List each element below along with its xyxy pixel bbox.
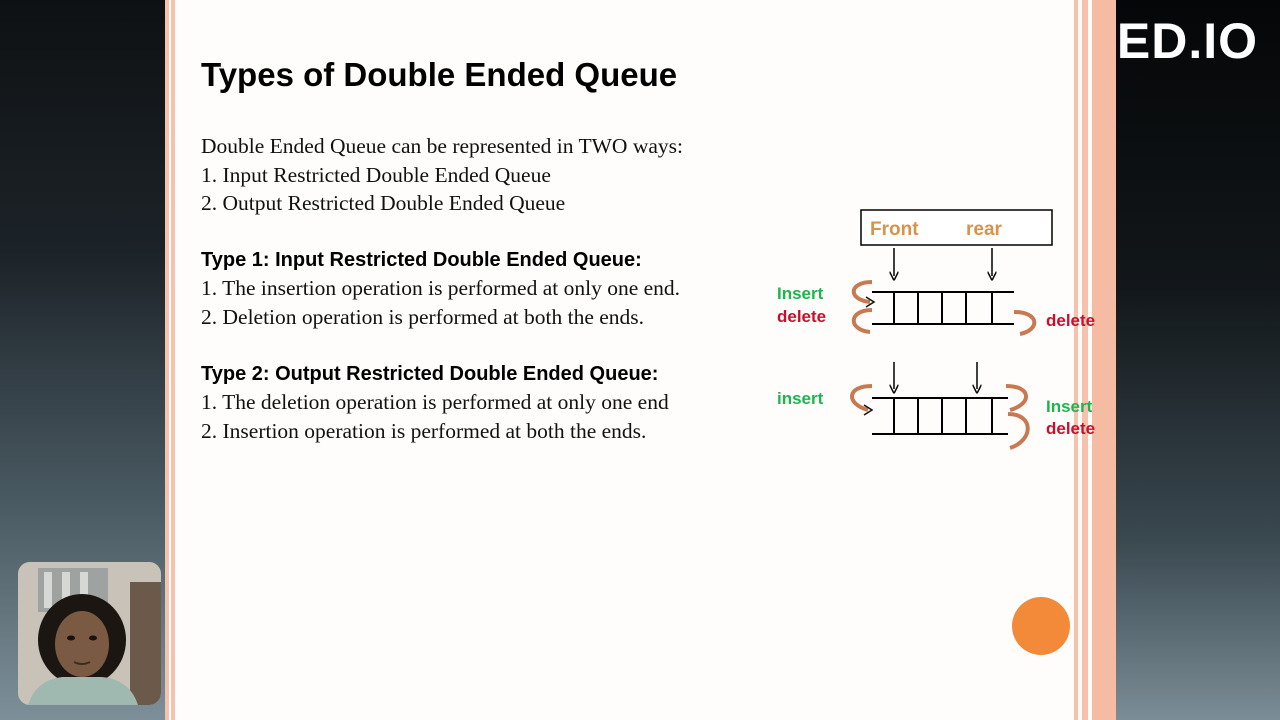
front-label: Front	[870, 219, 919, 240]
q1-left-insert-label: Insert	[777, 284, 824, 303]
way-item-2: 2. Output Restricted Double Ended Queue	[201, 191, 566, 216]
q2-left-insert-label: insert	[777, 389, 824, 408]
intro-line: Double Ended Queue can be represented in…	[201, 134, 683, 158]
right-stripe-thin-2	[1082, 0, 1088, 720]
type2-point-1: 1. The deletion operation is performed a…	[201, 390, 669, 415]
presenter-video	[18, 562, 161, 705]
queue-input-restricted	[872, 291, 1014, 325]
q2-right-insert-label: Insert	[1046, 397, 1093, 416]
left-delete-arrow-1	[851, 308, 873, 334]
right-stripe-wide	[1092, 0, 1116, 720]
left-insert-arrow-2	[850, 384, 873, 412]
queue-output-restricted	[872, 397, 1008, 435]
type2-heading: Type 2: Output Restricted Double Ended Q…	[201, 362, 659, 385]
type2-point-2: 2. Insertion operation is performed at b…	[201, 418, 647, 443]
q1-right-delete-label: delete	[1046, 311, 1095, 330]
q1-left-delete-label: delete	[777, 307, 826, 326]
q2-right-delete-label: delete	[1046, 419, 1095, 438]
type1-point-1: 1. The insertion operation is performed …	[201, 276, 681, 301]
slide-title: Types of Double Ended Queue	[201, 56, 678, 93]
webcam-thumbnail	[18, 562, 161, 705]
rear-label: rear	[966, 219, 1003, 240]
type1-point-2: 2. Deletion operation is performed at bo…	[201, 304, 645, 329]
presentation-slide: Types of Double Ended Queue Double Ended…	[165, 0, 1116, 720]
accent-dot	[1012, 597, 1070, 655]
left-stripe-inner	[169, 0, 171, 720]
right-backdrop	[1116, 0, 1280, 720]
front-rear-box	[860, 209, 1053, 246]
right-delete-arrow-1	[1013, 310, 1037, 336]
left-insert-arrow-1	[851, 280, 873, 304]
right-insert-arrow-2	[1005, 384, 1028, 412]
type1-heading: Type 1: Input Restricted Double Ended Qu…	[201, 248, 642, 271]
watermark-logo: ED.IO	[1116, 13, 1258, 69]
slide-body: Double Ended Queue can be represented in…	[201, 132, 801, 445]
right-stripe-thin-1	[1074, 0, 1078, 720]
way-item-1: 1. Input Restricted Double Ended Queue	[201, 162, 551, 187]
right-delete-arrow-2	[1007, 412, 1030, 450]
